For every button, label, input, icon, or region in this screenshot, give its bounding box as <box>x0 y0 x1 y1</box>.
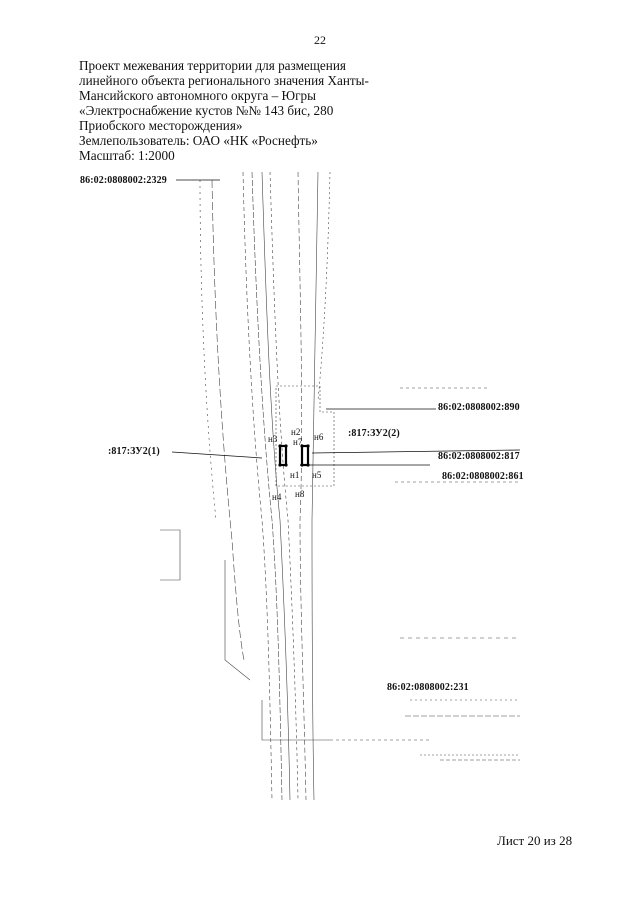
point-label-n7: н7 <box>293 437 303 447</box>
plot-label-zu2-1: :817:ЗУ2(1) <box>108 446 160 457</box>
parcel-label-231: 86:02:0808002:231 <box>387 682 469 693</box>
header-line: линейного объекта регионального значения… <box>79 73 369 88</box>
point-label-n1: н1 <box>290 470 300 480</box>
point-label-n2: н2 <box>291 427 301 437</box>
point-label-n6: н6 <box>314 432 324 442</box>
boundary-points <box>278 444 310 467</box>
parcel-label-817: 86:02:0808002:817 <box>438 451 520 462</box>
road-lines <box>160 171 520 801</box>
header-line: Проект межевания территории для размещен… <box>79 58 346 73</box>
scale-line: Масштаб: 1:2000 <box>79 148 175 163</box>
parcel-label-890: 86:02:0808002:890 <box>438 402 520 413</box>
sheet-number: Лист 20 из 28 <box>497 833 573 848</box>
header-line: Мансийского автономного округа – Югры <box>79 88 316 103</box>
landuser-line: Землепользователь: ОАО «НК «Роснефть» <box>79 133 318 148</box>
page-number: 22 <box>314 33 326 47</box>
parcel-label-2329: 86:02:0808002:2329 <box>80 175 167 186</box>
parcel-label-861: 86:02:0808002:861 <box>442 471 524 482</box>
point-label-n8: н8 <box>295 489 305 499</box>
point-label-n5: н5 <box>312 470 322 480</box>
header-line: «Электроснабжение кустов №№ 143 бис, 280 <box>79 103 334 118</box>
header-line: Приобского месторождения» <box>79 118 243 133</box>
leader-lines <box>171 179 521 466</box>
point-label-n4: н4 <box>272 492 282 502</box>
plot-label-zu2-2: :817:ЗУ2(2) <box>348 428 400 439</box>
document-header: Проект межевания территории для размещен… <box>79 58 369 163</box>
point-label-n3: н3 <box>268 434 278 444</box>
land-plot-shapes <box>278 444 310 467</box>
